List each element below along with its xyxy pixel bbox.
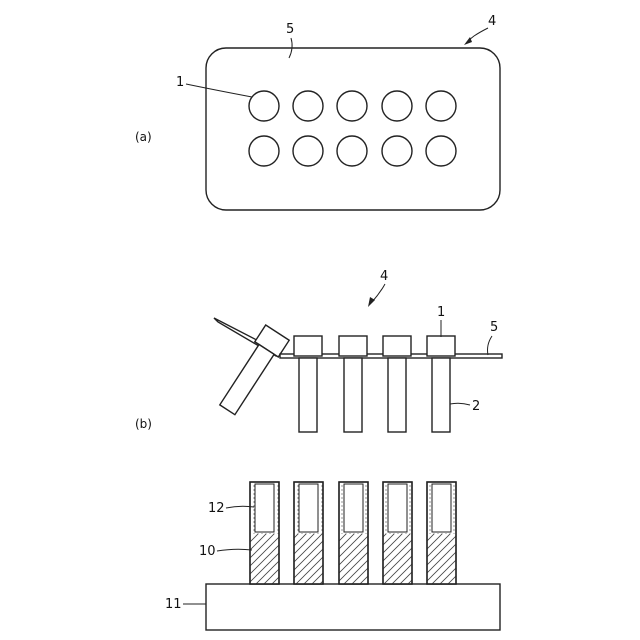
cap-row <box>294 336 455 432</box>
cap-circle <box>337 91 367 121</box>
cap-circle <box>249 91 279 121</box>
cap-circle <box>382 136 412 166</box>
ref-label-assembly: 4 <box>488 14 496 29</box>
leader-line <box>372 284 385 302</box>
ref-label-assembly: 4 <box>380 269 388 284</box>
panel-a-label: (a) <box>135 130 152 144</box>
cap-side <box>294 336 322 356</box>
tube <box>383 482 412 584</box>
peeled-cap <box>214 318 289 417</box>
stem-side <box>388 358 406 432</box>
tube-rack: 12 10 11 <box>165 482 500 630</box>
stem-side <box>299 358 317 432</box>
tubes <box>250 482 456 584</box>
ref-label-tube-fill: 10 <box>199 544 216 559</box>
cap-circle <box>249 136 279 166</box>
cap-circle <box>382 91 412 121</box>
ref-label-cap: 1 <box>176 75 184 90</box>
stem-side <box>432 358 450 432</box>
panel-b-label: (b) <box>135 417 152 431</box>
stem-side <box>344 358 362 432</box>
cap-side <box>427 336 455 356</box>
ref-label-cap: 1 <box>437 305 445 320</box>
arrowhead <box>368 297 375 307</box>
cap-circle <box>293 91 323 121</box>
leader-line <box>450 403 470 405</box>
leader-line <box>217 549 252 551</box>
tube <box>427 482 456 584</box>
tube <box>294 482 323 584</box>
cap-circle <box>426 91 456 121</box>
cap-circle <box>337 136 367 166</box>
stem-side <box>220 344 274 414</box>
base-block <box>206 584 500 630</box>
tube <box>339 482 368 584</box>
cap-circle <box>426 136 456 166</box>
tube <box>250 482 279 584</box>
leader-line <box>488 336 493 355</box>
cap-circle <box>293 136 323 166</box>
sheet-top-view <box>206 48 500 210</box>
ref-label-sheet: 5 <box>286 22 294 37</box>
panel-a: (a) 1 5 4 <box>135 14 500 210</box>
ref-label-stem: 2 <box>472 399 480 414</box>
ref-label-base: 11 <box>165 597 182 612</box>
panel-b: (b) 4 1 5 <box>135 269 502 432</box>
cap-side <box>339 336 367 356</box>
ref-label-tube-wall: 12 <box>208 501 225 516</box>
ref-label-sheet: 5 <box>490 320 498 335</box>
cap-side <box>383 336 411 356</box>
